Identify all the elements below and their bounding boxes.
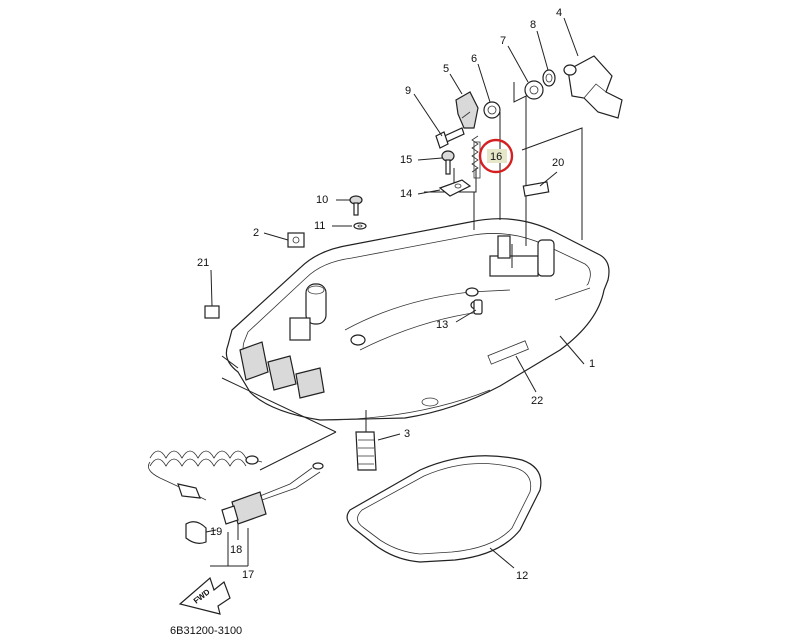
- part-11-washer[interactable]: [353, 222, 367, 230]
- callout-19[interactable]: 19: [210, 526, 222, 538]
- fwd-arrow: FWD: [178, 576, 231, 615]
- callout-21[interactable]: 21: [197, 257, 209, 269]
- callout-15[interactable]: 15: [400, 154, 412, 166]
- callout-labels: 4 8 7 6 5 9 16 15 20 14 10 11 2 21 13 1 …: [197, 7, 595, 582]
- bottom-cowling[interactable]: [225, 218, 610, 421]
- part-6-grommet[interactable]: [483, 101, 501, 119]
- callout-7[interactable]: 7: [500, 35, 506, 47]
- part-2-clip[interactable]: [287, 232, 305, 248]
- drawing-code: 6B31200-3100: [170, 625, 242, 637]
- callout-16-box: [487, 149, 507, 163]
- leader-lines: [205, 17, 585, 569]
- part-12-seal[interactable]: [346, 455, 542, 563]
- callout-11[interactable]: 11: [314, 220, 325, 232]
- callout-17[interactable]: 17: [242, 569, 254, 581]
- part-7-bushing[interactable]: [524, 80, 544, 100]
- callout-20[interactable]: 20: [552, 157, 564, 169]
- part-14-plate[interactable]: [438, 179, 472, 197]
- part-4-bracket[interactable]: [563, 55, 623, 119]
- callout-8[interactable]: 8: [530, 19, 536, 31]
- callout-3[interactable]: 3: [404, 428, 410, 440]
- part-17-switch-assembly[interactable]: [147, 450, 324, 544]
- callout-18[interactable]: 18: [230, 544, 242, 556]
- part-21-label[interactable]: [204, 305, 220, 319]
- part-13-fitting[interactable]: [473, 299, 483, 315]
- callout-1[interactable]: 1: [589, 358, 595, 370]
- part-5-lever[interactable]: [455, 91, 479, 129]
- part-10-bolt[interactable]: [349, 195, 363, 216]
- callout-6[interactable]: 6: [471, 53, 477, 65]
- callout-13[interactable]: 13: [436, 319, 448, 331]
- part-9-bolt[interactable]: [435, 127, 465, 149]
- part-3-grommet[interactable]: [355, 410, 377, 471]
- callout-9[interactable]: 9: [405, 85, 411, 97]
- callout-17-bracket: [210, 528, 249, 567]
- callout-16[interactable]: 16: [490, 151, 502, 163]
- callout-4[interactable]: 4: [556, 7, 562, 19]
- part-20-decal[interactable]: [522, 181, 550, 197]
- callout-5[interactable]: 5: [443, 63, 449, 75]
- callout-16-highlight: [478, 138, 514, 174]
- callout-2[interactable]: 2: [253, 227, 259, 239]
- callout-22[interactable]: 22: [531, 395, 543, 407]
- callout-10[interactable]: 10: [316, 194, 328, 206]
- callout-14[interactable]: 14: [400, 188, 412, 200]
- part-15-screw[interactable]: [441, 150, 455, 175]
- callout-12[interactable]: 12: [516, 570, 528, 582]
- part-8-ring[interactable]: [542, 69, 556, 87]
